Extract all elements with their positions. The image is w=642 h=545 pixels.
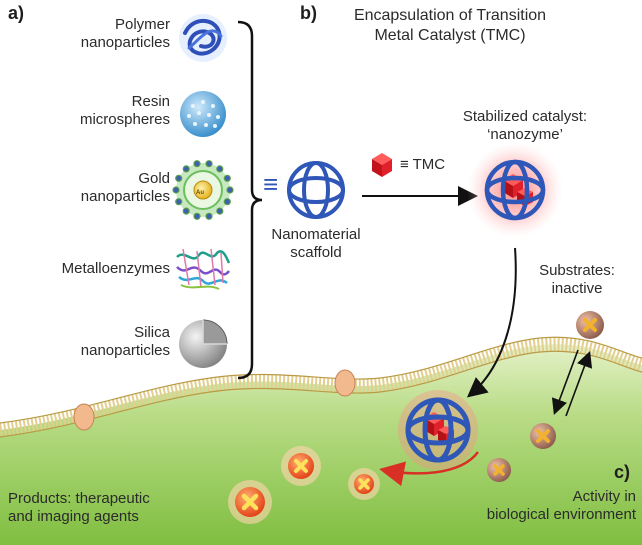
label-line: nanoparticles — [80, 342, 170, 359]
resin-microspheres-label: Resin microspheres — [40, 93, 170, 129]
product-particle — [281, 446, 321, 486]
label-line: Products: therapeutic — [8, 490, 150, 507]
substrate-particle — [487, 458, 511, 482]
substrate-particle — [530, 423, 556, 449]
gold-core-badge: Au — [196, 190, 204, 196]
product-particle — [228, 480, 272, 524]
cell-membrane — [0, 337, 642, 437]
product-particle — [348, 468, 380, 500]
tmc-label: ≡ TMC — [400, 156, 446, 173]
label-line: inactive — [551, 280, 603, 297]
metalloenzymes-label: Metalloenzymes — [61, 260, 170, 277]
ligand-dot — [205, 212, 213, 220]
ligand-dot — [193, 160, 201, 168]
label-line: Resin — [131, 93, 170, 110]
gold-nanoparticles-label: Gold nanoparticles — [40, 170, 170, 206]
silica-nanoparticle-icon — [179, 319, 228, 368]
resin-microsphere-icon — [180, 91, 226, 137]
ligand-dot — [175, 174, 183, 182]
ligand-dot — [223, 174, 231, 182]
membrane-pore — [334, 369, 356, 397]
silica-nanoparticles-label: Silica nanoparticles — [40, 324, 170, 360]
ligand-dot — [205, 160, 213, 168]
label-line: microspheres — [79, 111, 170, 128]
panel-a-bracket — [237, 20, 263, 380]
stabilized-catalyst-label: Stabilized catalyst: ‘nanozyme’ — [430, 108, 620, 144]
label-line: Polymer — [114, 16, 170, 33]
polymer-nanoparticles-label: Polymer nanoparticles — [40, 16, 170, 52]
label-line: Activity in — [572, 488, 636, 505]
delivery-arrow — [466, 247, 517, 398]
panel-c-label: c) — [614, 462, 631, 482]
ligand-dot — [175, 198, 183, 206]
substrate-particle — [576, 311, 604, 339]
activity-label: Activity in biological environment — [460, 488, 636, 524]
conversion-arrow — [379, 451, 479, 487]
nanomaterial-scaffold-icon — [287, 161, 345, 219]
label-line: ‘nanozyme’ — [487, 126, 563, 143]
ligand-dot — [193, 212, 201, 220]
ligand-dot — [182, 207, 190, 215]
panel-a-label: a) — [8, 3, 25, 23]
metalloenzyme-icon — [176, 248, 231, 290]
ligand-dot — [172, 186, 180, 194]
label-line: biological environment — [486, 506, 636, 523]
gold-nanoparticle-icon — [172, 160, 234, 220]
ligand-dot — [216, 165, 224, 173]
polymer-nanoparticle-icon — [179, 14, 227, 62]
label-line: nanoparticles — [80, 188, 170, 205]
nanozyme-icon — [467, 142, 563, 238]
label-line: and imaging agents — [8, 508, 139, 525]
panel-b-label: b) — [300, 3, 317, 23]
membrane-pore — [73, 403, 95, 431]
label-line: Stabilized catalyst: — [462, 108, 588, 125]
scaffold-label: Nanomaterial scaffold — [256, 226, 376, 262]
substrate-efflux-arrow — [565, 350, 593, 417]
label-line: Gold — [138, 170, 170, 187]
ligand-dot — [226, 186, 234, 194]
substrate-influx-arrow — [551, 349, 579, 416]
label-line: scaffold — [290, 244, 342, 261]
label-line: nanoparticles — [80, 34, 170, 51]
label-line: Nanomaterial — [271, 226, 361, 243]
label-line: Silica — [134, 324, 170, 341]
panel-b-title: Encapsulation of Transition Metal Cataly… — [320, 6, 580, 46]
intracellular-nanozyme — [398, 390, 478, 470]
ligand-dot — [216, 207, 224, 215]
tmc-cube-icon — [372, 153, 392, 177]
title-line: Encapsulation of Transition — [353, 7, 547, 24]
equivalence-symbol: ≡ — [263, 169, 279, 199]
ligand-dot — [223, 198, 231, 206]
substrates-label: Substrates: inactive — [522, 262, 632, 298]
title-line: Metal Catalyst (TMC) — [374, 27, 526, 44]
label-line: Substrates: — [539, 262, 615, 279]
products-label: Products: therapeutic and imaging agents — [8, 490, 208, 526]
ligand-dot — [182, 165, 190, 173]
